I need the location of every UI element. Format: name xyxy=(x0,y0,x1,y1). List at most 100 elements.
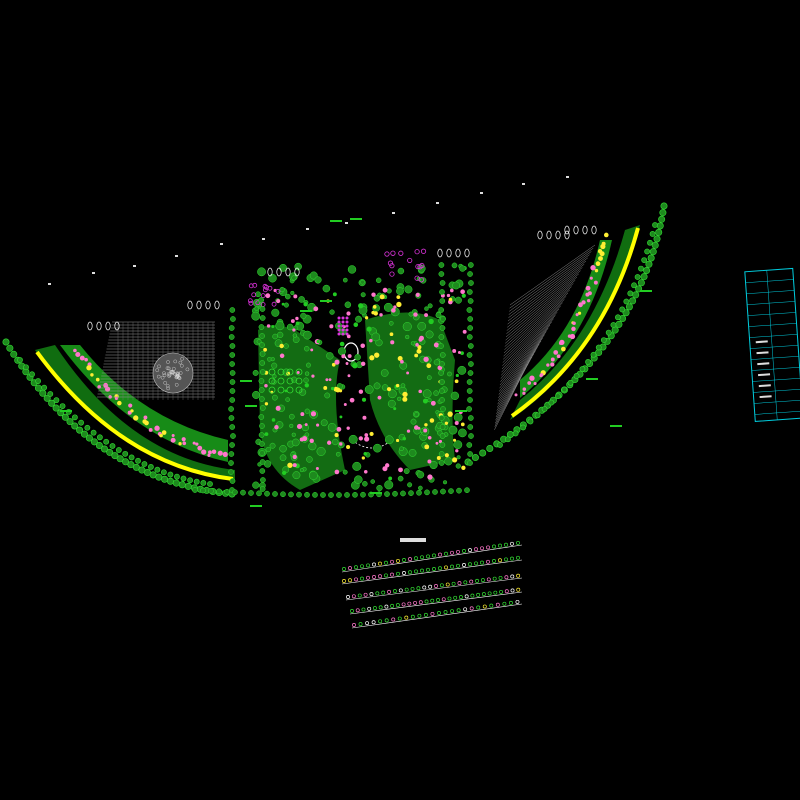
tree-symbol xyxy=(257,267,266,277)
hatch-line xyxy=(502,302,563,363)
tree-symbol xyxy=(200,487,206,494)
tree-symbol xyxy=(277,331,284,339)
flower-symbol xyxy=(447,411,453,417)
tree-symbol xyxy=(410,418,417,425)
annotation-mark xyxy=(345,222,348,224)
flower-symbol xyxy=(444,421,449,425)
flower-symbol xyxy=(211,449,217,454)
tree-symbol xyxy=(408,311,414,317)
annotation-mark xyxy=(92,272,95,274)
tree-symbol xyxy=(279,454,287,462)
tree-symbol xyxy=(600,337,607,344)
flower-symbol xyxy=(346,426,350,430)
legend-symbol xyxy=(342,579,346,583)
flower-symbol xyxy=(415,292,420,297)
tree-symbol xyxy=(275,321,285,331)
tree-symbol xyxy=(295,368,303,376)
tree-symbol xyxy=(417,321,427,331)
tree-symbol xyxy=(402,322,412,332)
tree-symbol xyxy=(610,322,617,328)
tree-symbol xyxy=(397,475,404,482)
tree-symbol xyxy=(486,444,494,452)
tree-symbol xyxy=(305,362,311,368)
tree-symbol xyxy=(512,430,519,437)
legend-symbol xyxy=(469,579,474,584)
flower-symbol xyxy=(603,232,609,238)
tree-symbol xyxy=(605,329,612,336)
tree-symbol xyxy=(439,361,445,367)
flower-symbol xyxy=(374,352,380,358)
legend-symbol xyxy=(352,623,356,627)
annotation-mark xyxy=(522,183,525,185)
tree-symbol xyxy=(184,482,192,490)
tree-symbol xyxy=(422,389,432,399)
legend-symbol xyxy=(392,589,397,594)
tree-symbol xyxy=(200,480,207,486)
flower-symbol xyxy=(337,328,341,332)
paving-dot xyxy=(162,373,167,377)
tree-symbol xyxy=(638,265,644,272)
title-block-row xyxy=(754,399,800,404)
flower-symbol xyxy=(415,343,419,347)
paving-dot xyxy=(173,359,178,364)
tree-symbol xyxy=(467,451,473,457)
tree-symbol xyxy=(392,490,398,497)
flower-symbol xyxy=(457,350,461,354)
flower-symbol xyxy=(302,436,308,442)
legend-symbol xyxy=(486,577,491,582)
flower-symbol xyxy=(581,300,586,305)
legend-symbol xyxy=(444,551,448,556)
tree-symbol xyxy=(268,386,276,394)
title-block-text-mark xyxy=(757,362,770,366)
parking-symbol xyxy=(591,225,597,235)
tree-symbol xyxy=(228,415,235,421)
legend-symbol xyxy=(456,608,461,613)
tree-symbol xyxy=(259,486,266,492)
legend-rows xyxy=(341,540,523,629)
tree-symbol xyxy=(279,286,285,293)
tree-symbol xyxy=(590,351,597,358)
tree-symbol xyxy=(290,290,295,296)
parking-symbol xyxy=(564,230,570,240)
label-mark xyxy=(350,218,362,220)
flower-symbol xyxy=(295,321,300,326)
tree-symbol xyxy=(295,386,303,394)
flower-symbol xyxy=(414,353,419,358)
tree-symbol xyxy=(467,460,473,466)
tree-symbol xyxy=(408,449,417,457)
flower-symbol xyxy=(597,249,603,254)
flower-symbol xyxy=(309,438,314,444)
flower-symbol xyxy=(406,371,410,375)
tree-symbol xyxy=(360,292,366,298)
legend-symbol xyxy=(363,592,368,597)
title-block-text-mark xyxy=(756,351,769,355)
tree-symbol xyxy=(116,455,124,463)
hatch-line xyxy=(503,296,567,357)
hatch-line xyxy=(507,264,585,325)
legend-symbol xyxy=(372,562,376,567)
flower-symbol xyxy=(422,398,428,404)
legend-line xyxy=(341,544,523,573)
tree-symbol xyxy=(328,492,334,498)
flower-symbol xyxy=(337,332,341,336)
tree-symbol xyxy=(450,391,460,401)
shrub-symbol xyxy=(262,283,268,289)
tree-symbol xyxy=(258,414,265,420)
tree-symbol xyxy=(327,422,337,432)
tree-symbol xyxy=(429,460,438,470)
tree-symbol xyxy=(438,370,444,376)
flower-symbol xyxy=(144,420,149,426)
paving-dot xyxy=(180,357,185,361)
label-mark xyxy=(610,425,622,427)
legend-symbol xyxy=(489,603,494,608)
legend-symbol xyxy=(361,607,366,612)
flower-symbol xyxy=(84,357,88,362)
tree-symbol xyxy=(466,307,473,313)
tree-symbol xyxy=(387,399,396,408)
legend-symbol xyxy=(432,567,436,571)
flower-symbol xyxy=(339,341,345,347)
tree-symbol xyxy=(632,291,640,299)
tree-symbol xyxy=(467,415,474,421)
flower-symbol xyxy=(360,361,366,366)
flower-symbol xyxy=(452,349,457,353)
